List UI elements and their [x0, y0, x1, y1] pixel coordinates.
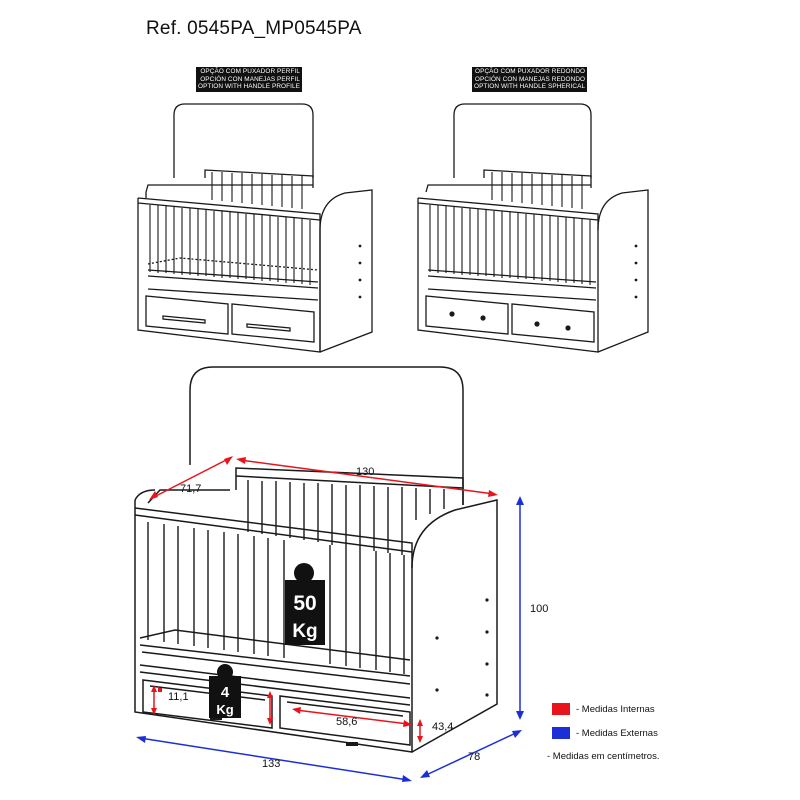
crib-profile-side-dots	[358, 244, 362, 299]
crib-spherical-slats	[429, 172, 591, 285]
option-spherical-pt: OPÇÃO COM PUXADOR REDONDO	[475, 68, 586, 75]
legend-swatch-external	[552, 727, 570, 739]
weight-drawer-unit: Kg	[216, 702, 233, 717]
legend-swatch-internal	[552, 703, 570, 715]
internal-arrowheads	[149, 456, 498, 743]
weight-drawer-value: 4	[221, 684, 230, 701]
dim-width-top: 130	[356, 466, 374, 478]
dim-height: 100	[530, 603, 548, 615]
dim-drawer-width: 58,6	[336, 716, 357, 728]
option-label-spherical: OPÇÃO COM PUXADOR REDONDO OPCIÓN CON MAN…	[472, 67, 588, 92]
weight-badge-mattress	[285, 563, 325, 645]
crib-profile-slats	[149, 172, 311, 285]
crib-main-slats	[147, 480, 445, 674]
option-label-profile: OPÇÃO COM PUXADOR PERFIL OPCIÓN CON MANE…	[196, 67, 303, 92]
legend-note: - Medidas em centímetros.	[547, 751, 660, 762]
legend-external-label: - Medidas Externas	[576, 728, 658, 739]
option-spherical-en: OPTION WITH HANDLE SPHERICAL	[474, 83, 586, 91]
dim-depth-total: 78	[468, 751, 480, 763]
crib-profile-handle-drawing	[137, 103, 373, 353]
weight-mattress-value: 50	[293, 592, 316, 615]
weight-mattress-unit: Kg	[292, 621, 317, 642]
dim-drawer-height: 11,1	[168, 691, 189, 703]
dim-depth-top: 71,7	[180, 483, 201, 495]
crib-main-side-dots	[435, 598, 489, 697]
option-profile-pt: OPÇÃO COM PUXADOR PERFIL	[200, 68, 301, 75]
option-profile-en: OPTION WITH HANDLE PROFILE	[198, 83, 301, 91]
option-spherical-es: OPCIÓN CON MANEJAS REDONDO	[474, 75, 586, 83]
dim-width-total: 133	[262, 758, 280, 770]
internal-dimension-lines	[151, 457, 495, 740]
crib-main-drawing	[134, 366, 498, 753]
dim-drawer-depth: 43,4	[432, 721, 453, 733]
external-dimension-lines	[139, 500, 521, 781]
weight-badge-drawer	[209, 664, 241, 718]
option-profile-es: OPCIÓN CON MANEJAS PERFIL	[200, 75, 301, 83]
external-arrowheads	[136, 496, 524, 782]
crib-spherical-knobs	[449, 244, 638, 331]
page-title: Ref. 0545PA_MP0545PA	[146, 18, 362, 39]
crib-spherical-handle-drawing	[417, 103, 649, 353]
legend-internal-label: - Medidas Internas	[576, 704, 655, 715]
